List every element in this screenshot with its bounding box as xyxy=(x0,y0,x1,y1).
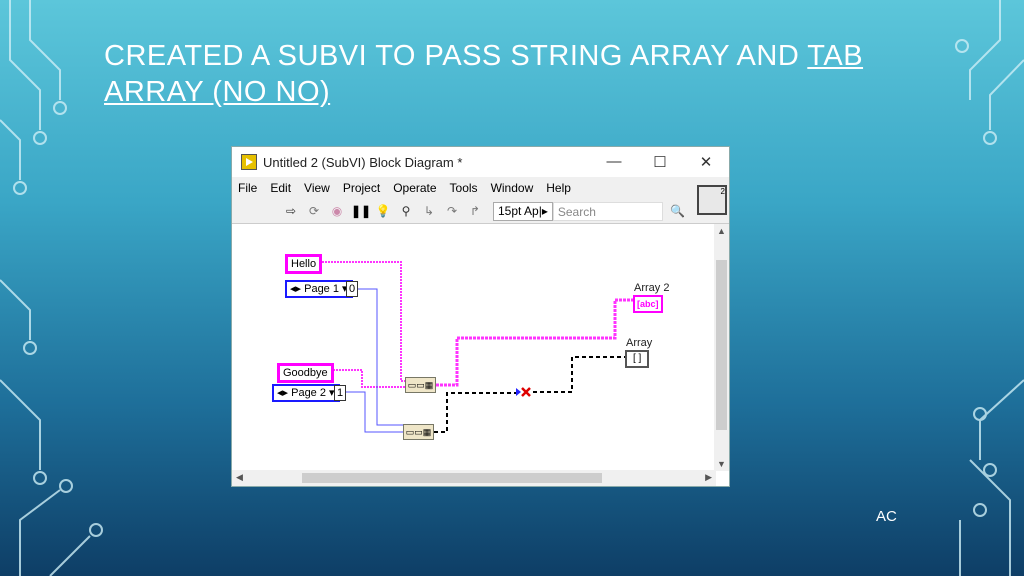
block-diagram-window: Untitled 2 (SubVI) Block Diagram * — ☐ ✕… xyxy=(231,146,730,487)
horizontal-scrollbar[interactable]: ◀▶ xyxy=(232,470,716,486)
scroll-down-icon[interactable]: ▼ xyxy=(717,459,726,469)
wire-goodbye xyxy=(330,369,405,388)
font-selector[interactable]: 15pt Ap|▸ xyxy=(493,201,553,221)
menu-bar: File Edit View Project Operate Tools Win… xyxy=(232,177,729,199)
wire-page2 xyxy=(344,391,403,433)
array-label: Array xyxy=(626,337,653,349)
array2-indicator[interactable]: [abc] xyxy=(633,295,663,313)
menu-edit[interactable]: Edit xyxy=(270,181,292,195)
toolbar: ⇨ ⟳ ◉ ❚❚ 💡 ⚲ ↳ ↷ ↱ 15pt Ap|▸ Search 🔍 ? … xyxy=(232,185,729,224)
title-underlined-text: TAB ARRAY (NO NO) xyxy=(104,40,864,108)
scroll-left-icon[interactable]: ◀ xyxy=(236,472,243,482)
menu-window[interactable]: Window xyxy=(490,181,534,195)
minimize-button[interactable]: — xyxy=(606,153,622,170)
pause-icon[interactable]: ❚❚ xyxy=(351,204,372,218)
close-button[interactable]: ✕ xyxy=(699,154,713,171)
array2-label: Array 2 xyxy=(634,282,670,294)
maximize-button[interactable]: ☐ xyxy=(653,154,667,171)
run-continuously-icon[interactable]: ⟳ xyxy=(308,204,320,218)
menu-help[interactable]: Help xyxy=(546,181,571,195)
scroll-right-icon[interactable]: ▶ xyxy=(705,472,712,482)
index-1-constant[interactable]: 1 xyxy=(334,385,347,401)
menu-operate[interactable]: Operate xyxy=(393,181,437,195)
vertical-scroll-thumb[interactable] xyxy=(716,260,727,430)
labview-icon xyxy=(241,154,257,170)
build-array-node-strings[interactable]: ▭▭▦ xyxy=(405,377,436,393)
page2-ring-constant[interactable]: ◂▸ Page 2 ▾ xyxy=(272,384,340,402)
connector-number: 2 xyxy=(720,187,725,196)
menu-project[interactable]: Project xyxy=(342,181,381,195)
step-out-icon[interactable]: ↱ xyxy=(469,204,481,218)
footer-initials: AC xyxy=(876,508,897,525)
index-0-constant[interactable]: 0 xyxy=(346,281,359,297)
title-bar: Untitled 2 (SubVI) Block Diagram * — ☐ ✕ xyxy=(232,147,729,177)
highlight-execution-icon[interactable]: 💡 xyxy=(375,204,391,218)
wire-string-array xyxy=(436,298,633,387)
wire-broken-2 xyxy=(533,356,625,393)
menu-view[interactable]: View xyxy=(304,181,330,195)
page2-label: Page 2 xyxy=(291,387,326,399)
page1-ring-constant[interactable]: ◂▸ Page 1 ▾ xyxy=(285,280,353,298)
search-icon[interactable]: 🔍 xyxy=(670,204,686,218)
wire-page1 xyxy=(357,288,403,426)
horizontal-scroll-thumb[interactable] xyxy=(302,473,602,483)
page1-label: Page 1 xyxy=(304,283,339,295)
broken-wire-arrow-icon xyxy=(516,388,521,396)
search-input[interactable]: Search xyxy=(552,201,663,221)
broken-wire-x-icon xyxy=(521,387,531,397)
run-icon[interactable]: ⇨ xyxy=(285,204,297,218)
step-over-icon[interactable]: ↷ xyxy=(446,204,458,218)
step-into-icon[interactable]: ↳ xyxy=(423,204,435,218)
window-title: Untitled 2 (SubVI) Block Diagram * xyxy=(263,154,463,170)
title-text: CREATED A SUBVI TO PASS STRING ARRAY AND xyxy=(104,40,808,72)
wire-broken-1 xyxy=(434,392,518,433)
menu-file[interactable]: File xyxy=(238,181,258,195)
vertical-scrollbar[interactable]: ▲▼ xyxy=(714,224,729,471)
array-indicator[interactable]: [ ] xyxy=(625,350,650,368)
scroll-up-icon[interactable]: ▲ xyxy=(717,226,726,236)
retain-wire-values-icon[interactable]: ⚲ xyxy=(401,204,411,218)
hello-constant[interactable]: Hello xyxy=(285,254,323,274)
menu-tools[interactable]: Tools xyxy=(449,181,478,195)
goodbye-constant[interactable]: Goodbye xyxy=(277,363,334,383)
vi-connector-icon[interactable]: 2 xyxy=(697,185,727,215)
build-array-node-tabs[interactable]: ▭▭▦ xyxy=(403,424,434,440)
wire-hello xyxy=(319,261,405,382)
slide-title: CREATED A SUBVI TO PASS STRING ARRAY AND… xyxy=(104,38,864,110)
abort-icon[interactable]: ◉ xyxy=(331,204,343,218)
